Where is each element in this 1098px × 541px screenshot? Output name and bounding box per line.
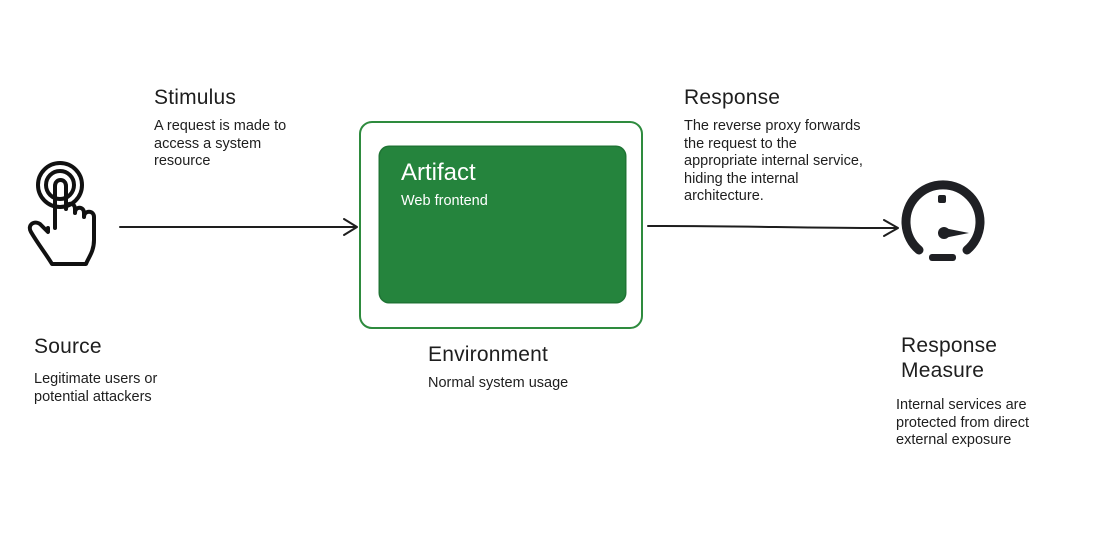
source-description: Legitimate users or potential attackers xyxy=(34,371,158,405)
stimulus-description: A request is made to access a system res… xyxy=(154,118,287,169)
speedometer-icon xyxy=(901,180,985,261)
response-title: Response xyxy=(684,86,781,109)
environment-description: Normal system usage xyxy=(428,375,569,391)
touch-hand-icon xyxy=(27,161,96,266)
artifact-subtitle: Web frontend xyxy=(401,193,488,209)
response-arrow xyxy=(647,219,899,237)
response-measure-description: Internal services are protected from dir… xyxy=(896,397,1029,448)
response-measure-title: Response Measure xyxy=(901,334,998,382)
environment-title: Environment xyxy=(428,343,549,366)
artifact-title: Artifact xyxy=(401,159,476,186)
stimulus-arrow xyxy=(119,218,358,236)
response-description: The reverse proxy forwards the request t… xyxy=(684,118,863,204)
stimulus-title: Stimulus xyxy=(154,86,237,109)
artifact-box xyxy=(380,147,625,302)
source-title: Source xyxy=(34,335,102,358)
